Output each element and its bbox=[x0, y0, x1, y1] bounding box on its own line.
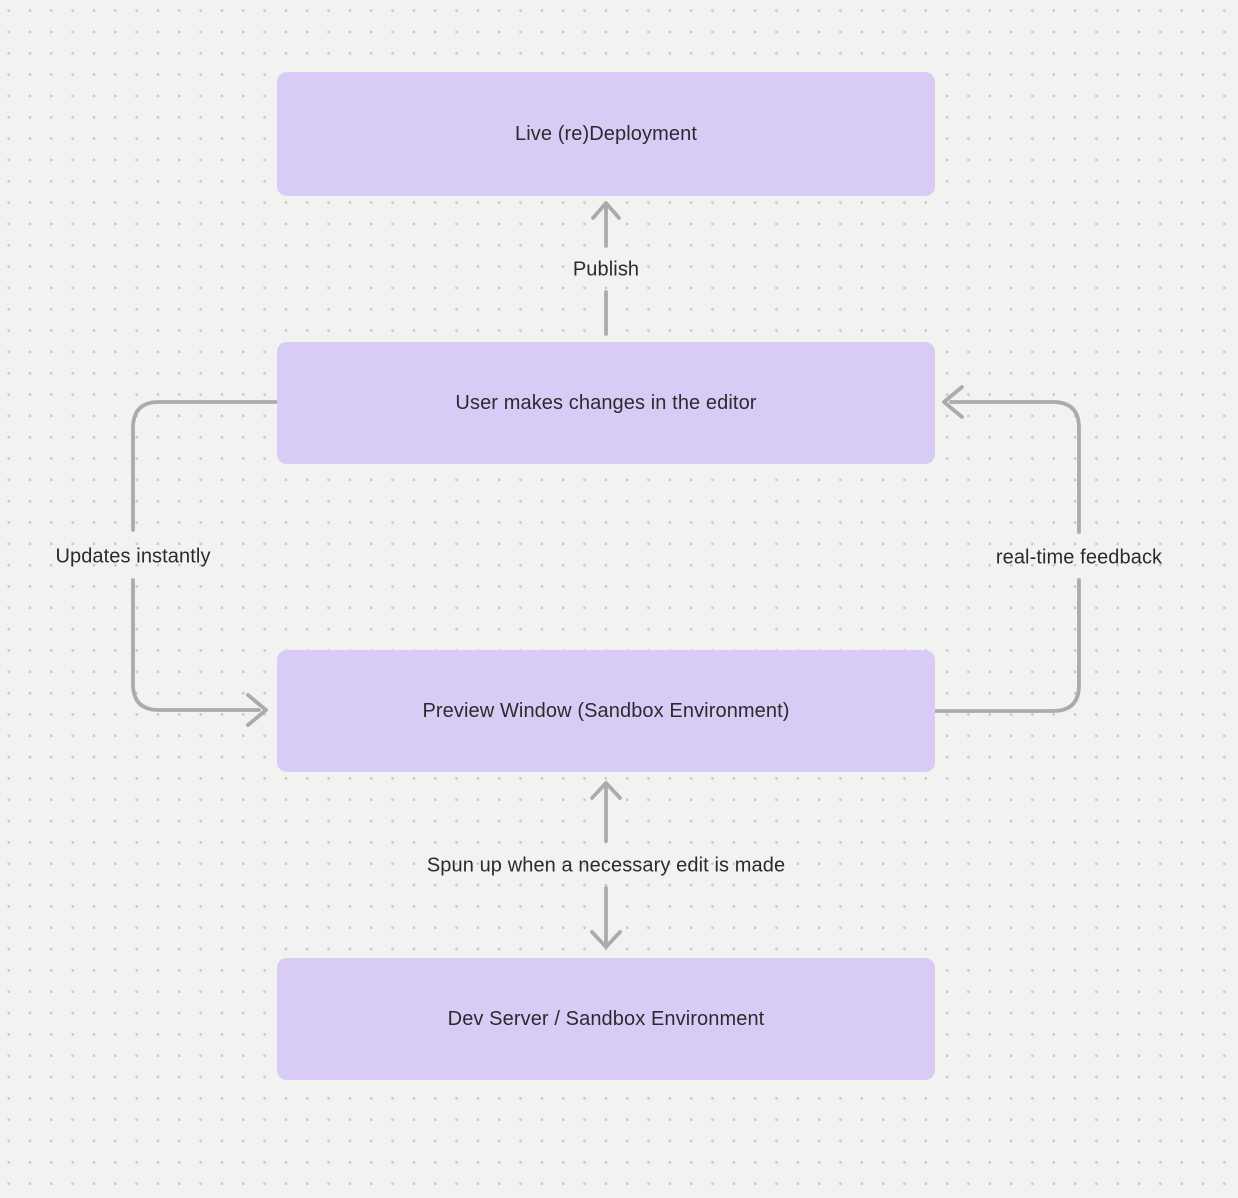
node-live-deployment: Live (re)Deployment bbox=[277, 72, 935, 196]
node-preview-window: Preview Window (Sandbox Environment) bbox=[277, 650, 935, 772]
edge-label-spun-up: Spun up when a necessary edit is made bbox=[426, 854, 786, 877]
edge-label-updates-instantly: Updates instantly bbox=[55, 545, 211, 568]
node-dev-server: Dev Server / Sandbox Environment bbox=[277, 958, 935, 1080]
edge-spunup-arrowhead-up-icon bbox=[590, 781, 622, 800]
edge-spunup-arrowhead-down-icon bbox=[590, 930, 622, 949]
edge-feedback-arrowhead-left-icon bbox=[942, 385, 964, 419]
edge-label-publish: Publish bbox=[572, 258, 640, 281]
node-editor: User makes changes in the editor bbox=[277, 342, 935, 464]
node-dev-server-label: Dev Server / Sandbox Environment bbox=[447, 1007, 765, 1030]
edge-feedback-segment-bottom bbox=[933, 578, 1081, 713]
edge-feedback-segment-top bbox=[949, 400, 1081, 534]
node-editor-label: User makes changes in the editor bbox=[455, 391, 757, 414]
node-live-deployment-label: Live (re)Deployment bbox=[515, 122, 697, 145]
node-preview-window-label: Preview Window (Sandbox Environment) bbox=[422, 699, 790, 722]
edge-publish-arrowhead-up-icon bbox=[591, 201, 621, 220]
edge-updates-arrowhead-right-icon bbox=[246, 693, 268, 727]
edge-updates-segment-bottom bbox=[131, 578, 261, 712]
edge-label-real-time-feedback: real-time feedback bbox=[995, 546, 1163, 569]
edge-updates-segment-top bbox=[131, 400, 279, 532]
